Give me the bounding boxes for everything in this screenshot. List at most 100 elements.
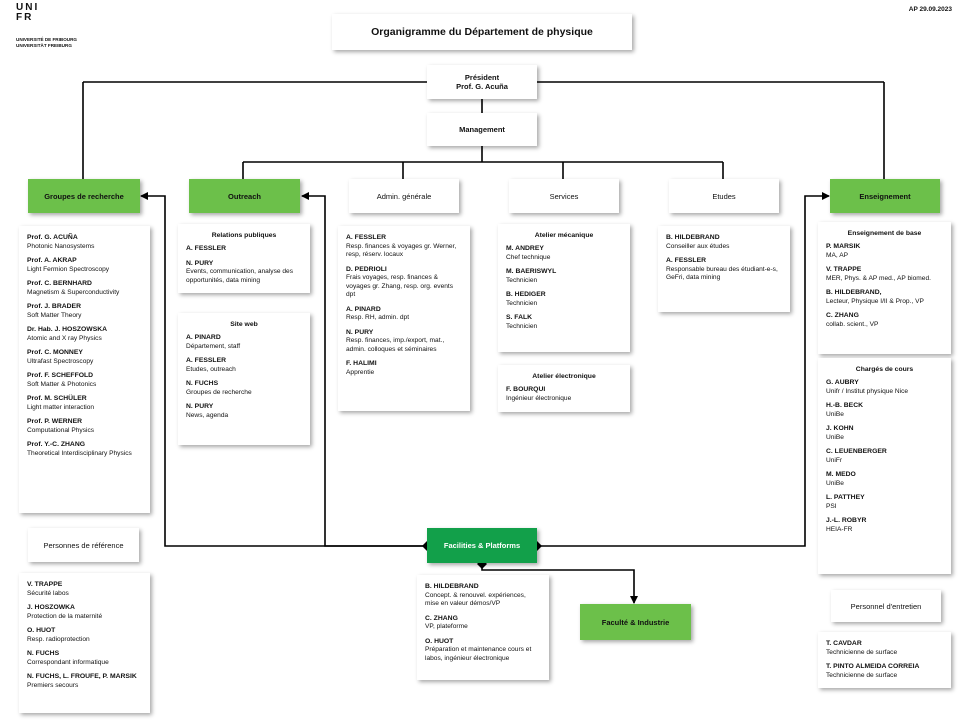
person-name: N. PURY	[186, 403, 214, 410]
person-role: Concept. & renouvel. expériences, mise e…	[425, 591, 526, 608]
admin-header: Admin. générale	[349, 179, 459, 213]
person-name: N. PURY	[186, 259, 214, 267]
person-name: N. PURY	[346, 328, 374, 336]
person-name: J. KOHN	[826, 425, 854, 432]
person-name: A. PINARD	[186, 334, 221, 341]
logo-sub-1: UNIVERSITÉ DE FRIBOURG	[16, 37, 77, 42]
person-role: MA, AP	[826, 251, 848, 259]
person-role: Events, communication, analyse des oppor…	[186, 268, 294, 284]
person-name: L. PATTHEY	[826, 494, 865, 501]
charges-title: Chargés de cours	[855, 366, 914, 373]
person-name: C. ZHANG	[425, 614, 458, 622]
person-role: UniFr	[826, 456, 843, 464]
person-entry: B. HILDEBRAND,Lecteur, Physique I/II & P…	[826, 289, 943, 306]
personnel-entretien-header: Personnel d'entretien	[831, 590, 941, 622]
services-header: Services	[509, 179, 619, 213]
person-role: UniBe	[826, 433, 844, 441]
date-label: AP 29.09.2023	[908, 6, 952, 13]
person-name: A. FESSLER	[186, 357, 227, 364]
person-role: Unifr / Institut physique Nice	[826, 387, 909, 395]
person-name: Prof. M. SCHÜLER	[27, 395, 87, 402]
person-role: PSI	[826, 502, 837, 510]
person-role: Theoretical Interdisciplinary Physics	[27, 449, 132, 457]
person-role: MER, Phys. & AP med., AP biomed.	[826, 274, 931, 282]
person-role: Conseiller aux études	[666, 242, 730, 250]
person-name: D. PEDRIOLI	[346, 265, 387, 273]
person-name: H.-B. BECK	[826, 402, 864, 409]
person-name: J.-L. ROBYR	[826, 517, 867, 524]
person-name: P. MARSIK	[826, 243, 861, 250]
person-name: Prof. G. ACUÑA	[27, 234, 78, 241]
person-role: Technicienne de surface	[826, 648, 898, 656]
person-role: Photonic Nanosystems	[27, 242, 95, 250]
person-role: Premiers secours	[27, 681, 79, 689]
person-name: O. HUOT	[27, 627, 56, 634]
person-role: Technicienne de surface	[826, 671, 898, 679]
president-label: Président	[464, 73, 500, 82]
person-role: Technicien	[506, 276, 538, 284]
groupes-header: Groupes de recherche	[28, 179, 140, 213]
person-name: M. ANDREY	[506, 245, 544, 252]
person-name: A. PINARD	[346, 305, 381, 313]
person-role: News, agenda	[186, 411, 229, 419]
person-name: B. HEDIGER	[506, 291, 546, 298]
person-name: Prof. F. SCHEFFOLD	[27, 372, 94, 379]
site-web-title: Site web	[230, 321, 258, 328]
faculte-industrie-header: Faculté & Industrie	[580, 604, 691, 640]
person-role: UniBe	[826, 410, 844, 418]
university-logo: UNI FR UNIVERSITÉ DE FRIBOURG UNIVERSITÄ…	[16, 3, 77, 48]
person-name: V. TRAPPE	[27, 581, 63, 588]
person-role: Resp. radioprotection	[27, 635, 90, 643]
logo-sub-2: UNIVERSITÄT FREIBURG	[16, 42, 72, 48]
person-name: Prof. Y.-C. ZHANG	[27, 441, 86, 448]
person-name: Dr. Hab. J. HOSZOWSKA	[27, 326, 108, 333]
person-name: S. FALK	[506, 314, 533, 321]
person-name: F. HALIMI	[346, 360, 377, 367]
person-role: UniBe	[826, 479, 844, 487]
president-name: Prof. G. Acuña	[456, 82, 508, 91]
person-name: M. BAERISWYL	[506, 268, 557, 275]
person-role: Lecteur, Physique I/II & Prop., VP	[826, 297, 924, 305]
person-name: B. HILDEBRAND	[666, 234, 720, 241]
person-role: Light matter interaction	[27, 403, 95, 411]
person-name: Prof. A. AKRAP	[27, 257, 77, 264]
person-name: T. CAVDAR	[826, 640, 862, 647]
atelier-elec-title: Atelier électronique	[532, 373, 596, 380]
management-box: Management	[427, 113, 537, 146]
person-role: Protection de la maternité	[27, 612, 103, 620]
person-name: N. FUCHS	[27, 650, 60, 657]
